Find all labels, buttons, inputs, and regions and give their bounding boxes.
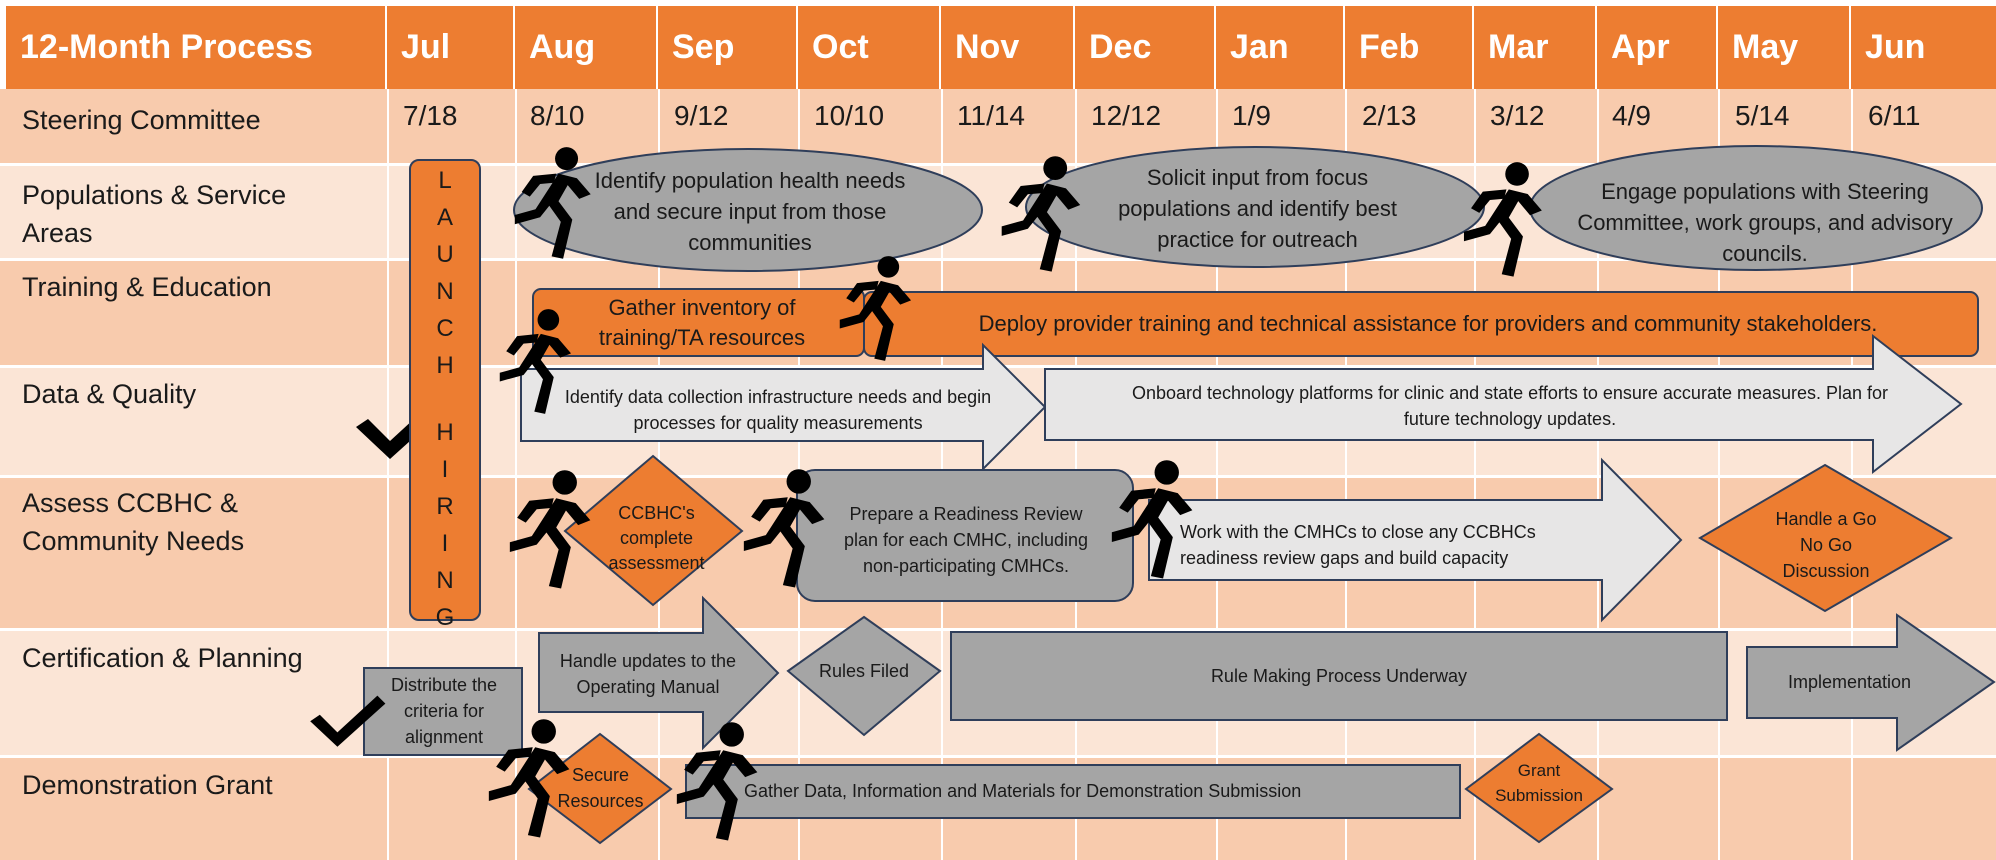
month-jun: Jun <box>1851 0 1996 89</box>
column-divider <box>515 89 517 860</box>
row-divider <box>0 258 1996 261</box>
header-title: 12-Month Process <box>6 0 387 89</box>
launch-letter: R <box>436 493 454 520</box>
column-divider <box>1597 89 1599 860</box>
arrow-data-1 <box>520 342 1047 472</box>
column-divider <box>1345 89 1347 860</box>
text-cert-1: Distribute the criteria for alignment <box>390 675 498 747</box>
date-mar: 3/12 <box>1490 100 1545 131</box>
date-jul: 7/18 <box>403 100 458 131</box>
box-cert-1 <box>363 667 523 756</box>
month-may: May <box>1718 0 1851 89</box>
month-mar: Mar <box>1474 0 1597 89</box>
box-grant-2 <box>685 764 1461 819</box>
month-apr: Apr <box>1597 0 1718 89</box>
diamond-grant-1 <box>527 732 673 845</box>
launch-hiring-box: L A U N C H H I R I N G <box>409 159 481 631</box>
text-assess-4: Handle a Go No Go Discussion <box>1775 509 1877 581</box>
launch-letter: C <box>436 315 454 342</box>
month-sep: Sep <box>658 0 798 89</box>
row-label-training: Training & Education <box>22 272 272 302</box>
launch-letter: A <box>436 204 453 231</box>
text-data-2: Onboard technology platforms for clinic … <box>1131 383 1889 429</box>
box-train-2 <box>863 291 1979 357</box>
row-label-certification: Certification & Planning <box>22 643 303 673</box>
arrow-data-2 <box>1044 333 1963 475</box>
date-jun: 6/11 <box>1868 100 1921 131</box>
text-train-1: Gather inventory of training/TA resource… <box>598 295 806 350</box>
text-cert-3: Rules Filed <box>818 660 910 681</box>
column-divider <box>1474 89 1476 860</box>
text-assess-3: Work with the CMHCs to close any CCBHCs … <box>1180 522 1536 568</box>
column-divider <box>1851 89 1853 860</box>
text-cert-4: Rule Making Process Underway <box>1210 665 1468 686</box>
date-jan: 1/9 <box>1232 100 1271 131</box>
month-nov: Nov <box>941 0 1075 89</box>
text-pop-1: Identify population health needs and sec… <box>594 167 906 255</box>
text-pop-3: Engage populations with Steering Committ… <box>1577 178 1953 266</box>
row-label-assess: Assess CCBHC & Community Needs <box>22 488 245 556</box>
column-divider <box>1216 89 1218 860</box>
month-feb: Feb <box>1345 0 1474 89</box>
date-aug: 8/10 <box>530 100 585 131</box>
month-dec: Dec <box>1075 0 1216 89</box>
box-cert-4 <box>950 631 1728 721</box>
text-cert-2: Handle updates to the Operating Manual <box>559 651 737 697</box>
date-dec: 12/12 <box>1091 100 1162 131</box>
arrow-cert-2 <box>538 595 780 751</box>
row-label-steering: Steering Committee <box>22 105 261 135</box>
text-grant-2: Gather Data, Information and Materials f… <box>744 781 1302 801</box>
month-aug: Aug <box>515 0 658 89</box>
row-divider <box>0 163 1996 166</box>
date-apr: 4/9 <box>1612 100 1651 131</box>
row-label-populations: Populations & Service Areas <box>22 180 287 248</box>
text-assess-1: CCBHC's complete assessment <box>608 502 705 573</box>
ellipse-pop-1 <box>513 148 983 272</box>
column-divider <box>1718 89 1720 860</box>
arrow-assess-3 <box>1148 457 1683 623</box>
month-oct: Oct <box>798 0 941 89</box>
launch-letter: N <box>436 278 454 305</box>
diamond-grant-3 <box>1464 732 1614 844</box>
launch-letter: L <box>438 167 452 194</box>
launch-letter: I <box>441 530 449 557</box>
column-divider <box>387 89 389 860</box>
launch-letter: G <box>435 604 455 631</box>
diamond-cert-3 <box>786 615 942 737</box>
launch-letter: U <box>436 241 454 268</box>
row-label-data-quality: Data & Quality <box>22 379 197 409</box>
launch-letter: H <box>436 419 454 446</box>
text-grant-3: Grant Submission <box>1495 761 1583 805</box>
date-nov: 11/14 <box>957 100 1025 131</box>
launch-letter: I <box>441 456 449 483</box>
date-sep: 9/12 <box>674 100 729 131</box>
text-pop-2: Solicit input from focus populations and… <box>1118 164 1397 252</box>
date-may: 5/14 <box>1735 100 1790 131</box>
date-oct: 10/10 <box>814 100 885 131</box>
row-divider <box>0 628 1996 631</box>
row-label-grant: Demonstration Grant <box>22 770 273 800</box>
text-train-2: Deploy provider training and technical a… <box>978 311 1878 336</box>
text-data-1: Identify data collection infrastructure … <box>564 387 992 433</box>
month-jan: Jan <box>1216 0 1345 89</box>
row-divider <box>0 755 1996 758</box>
month-jul: Jul <box>387 0 515 89</box>
launch-letter: H <box>436 352 454 379</box>
arrow-cert-5 <box>1746 613 1996 752</box>
diamond-assess-1 <box>563 454 744 607</box>
launch-letter: N <box>436 567 454 594</box>
date-feb: 2/13 <box>1362 100 1417 131</box>
text-grant-1: Secure Resources <box>557 765 644 811</box>
text-cert-5: Implementation <box>1787 672 1912 692</box>
text-assess-2: Prepare a Readiness Review plan for each… <box>843 504 1089 576</box>
diamond-assess-4 <box>1698 463 1953 613</box>
